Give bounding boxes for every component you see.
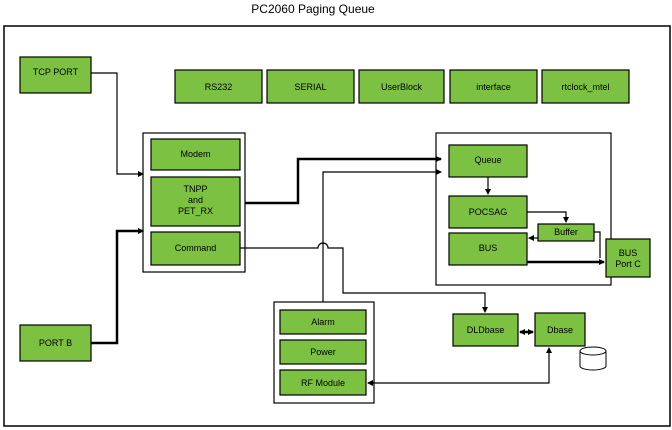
connector-alarm-to-queue: [322, 169, 442, 302]
dbase-block: Dbase: [534, 312, 586, 347]
alarm-block: Alarm: [279, 309, 367, 335]
top-block-userblock: UserBlock: [358, 69, 445, 104]
tcp-port-block: TCP PORT: [19, 56, 92, 94]
svg-text:Power: Power: [310, 347, 336, 357]
connector-port-c-to-buffer: [594, 231, 601, 258]
rf-module-block: RF Module: [279, 369, 367, 396]
connector-port-b-to-modem: [91, 228, 144, 345]
connector-command-to-dldbase: [240, 242, 488, 313]
command-block: Command: [150, 231, 241, 266]
top-block-rs232: RS232: [174, 69, 263, 104]
database-cylinder-icon: [579, 346, 607, 371]
outer-frame: [3, 25, 671, 427]
connector-tnpp-to-queue: [245, 156, 442, 205]
connector-tcp-port-to-modem: [91, 72, 144, 177]
port-b-block: PORT B: [19, 324, 92, 362]
bus-block: BUS: [448, 232, 528, 266]
pocsag-block: POCSAG: [448, 195, 528, 229]
connector-rf-module-to-dbase: [367, 347, 552, 386]
svg-text:PET_RX: PET_RX: [178, 206, 213, 216]
svg-text:interface: interface: [476, 82, 511, 92]
bus-port-c-block: BUS Port C: [605, 238, 651, 278]
svg-text:TCP PORT: TCP PORT: [33, 67, 79, 77]
queue-block: Queue: [448, 144, 528, 178]
power-block: Power: [279, 339, 367, 365]
svg-text:RS232: RS232: [205, 82, 233, 92]
svg-text:SERIAL: SERIAL: [294, 82, 326, 92]
diagram-title: PC2060 Paging Queue: [251, 2, 375, 16]
svg-text:PORT B: PORT B: [39, 338, 72, 348]
connector-pocsag-to-buffer: [527, 211, 569, 223]
svg-text:rtclock_mtel: rtclock_mtel: [561, 82, 609, 92]
svg-text:RF Module: RF Module: [301, 378, 345, 388]
svg-text:Command: Command: [175, 243, 217, 253]
svg-text:Modem: Modem: [180, 149, 210, 159]
svg-text:and: and: [188, 195, 203, 205]
svg-text:Alarm: Alarm: [311, 317, 335, 327]
dldbase-block: DLDbase: [452, 313, 519, 347]
svg-text:POCSAG: POCSAG: [469, 207, 508, 217]
svg-text:UserBlock: UserBlock: [381, 82, 423, 92]
modem-block: Modem: [150, 138, 241, 171]
svg-text:Dbase: Dbase: [547, 325, 573, 335]
svg-text:Port C: Port C: [615, 259, 641, 269]
tnpp-pet-rx-block: TNPP and PET_RX: [150, 176, 241, 227]
top-block-interface: interface: [449, 69, 538, 104]
svg-text:Buffer: Buffer: [554, 227, 578, 237]
buffer-block: Buffer: [537, 223, 595, 242]
svg-text:Queue: Queue: [474, 155, 501, 165]
top-block-serial: SERIAL: [266, 69, 355, 104]
svg-text:TNPP: TNPP: [183, 184, 207, 194]
svg-text:BUS: BUS: [619, 248, 638, 258]
top-block-rtclock-mtel: rtclock_mtel: [541, 69, 630, 104]
svg-text:DLDbase: DLDbase: [467, 325, 505, 335]
svg-text:BUS: BUS: [479, 243, 498, 253]
